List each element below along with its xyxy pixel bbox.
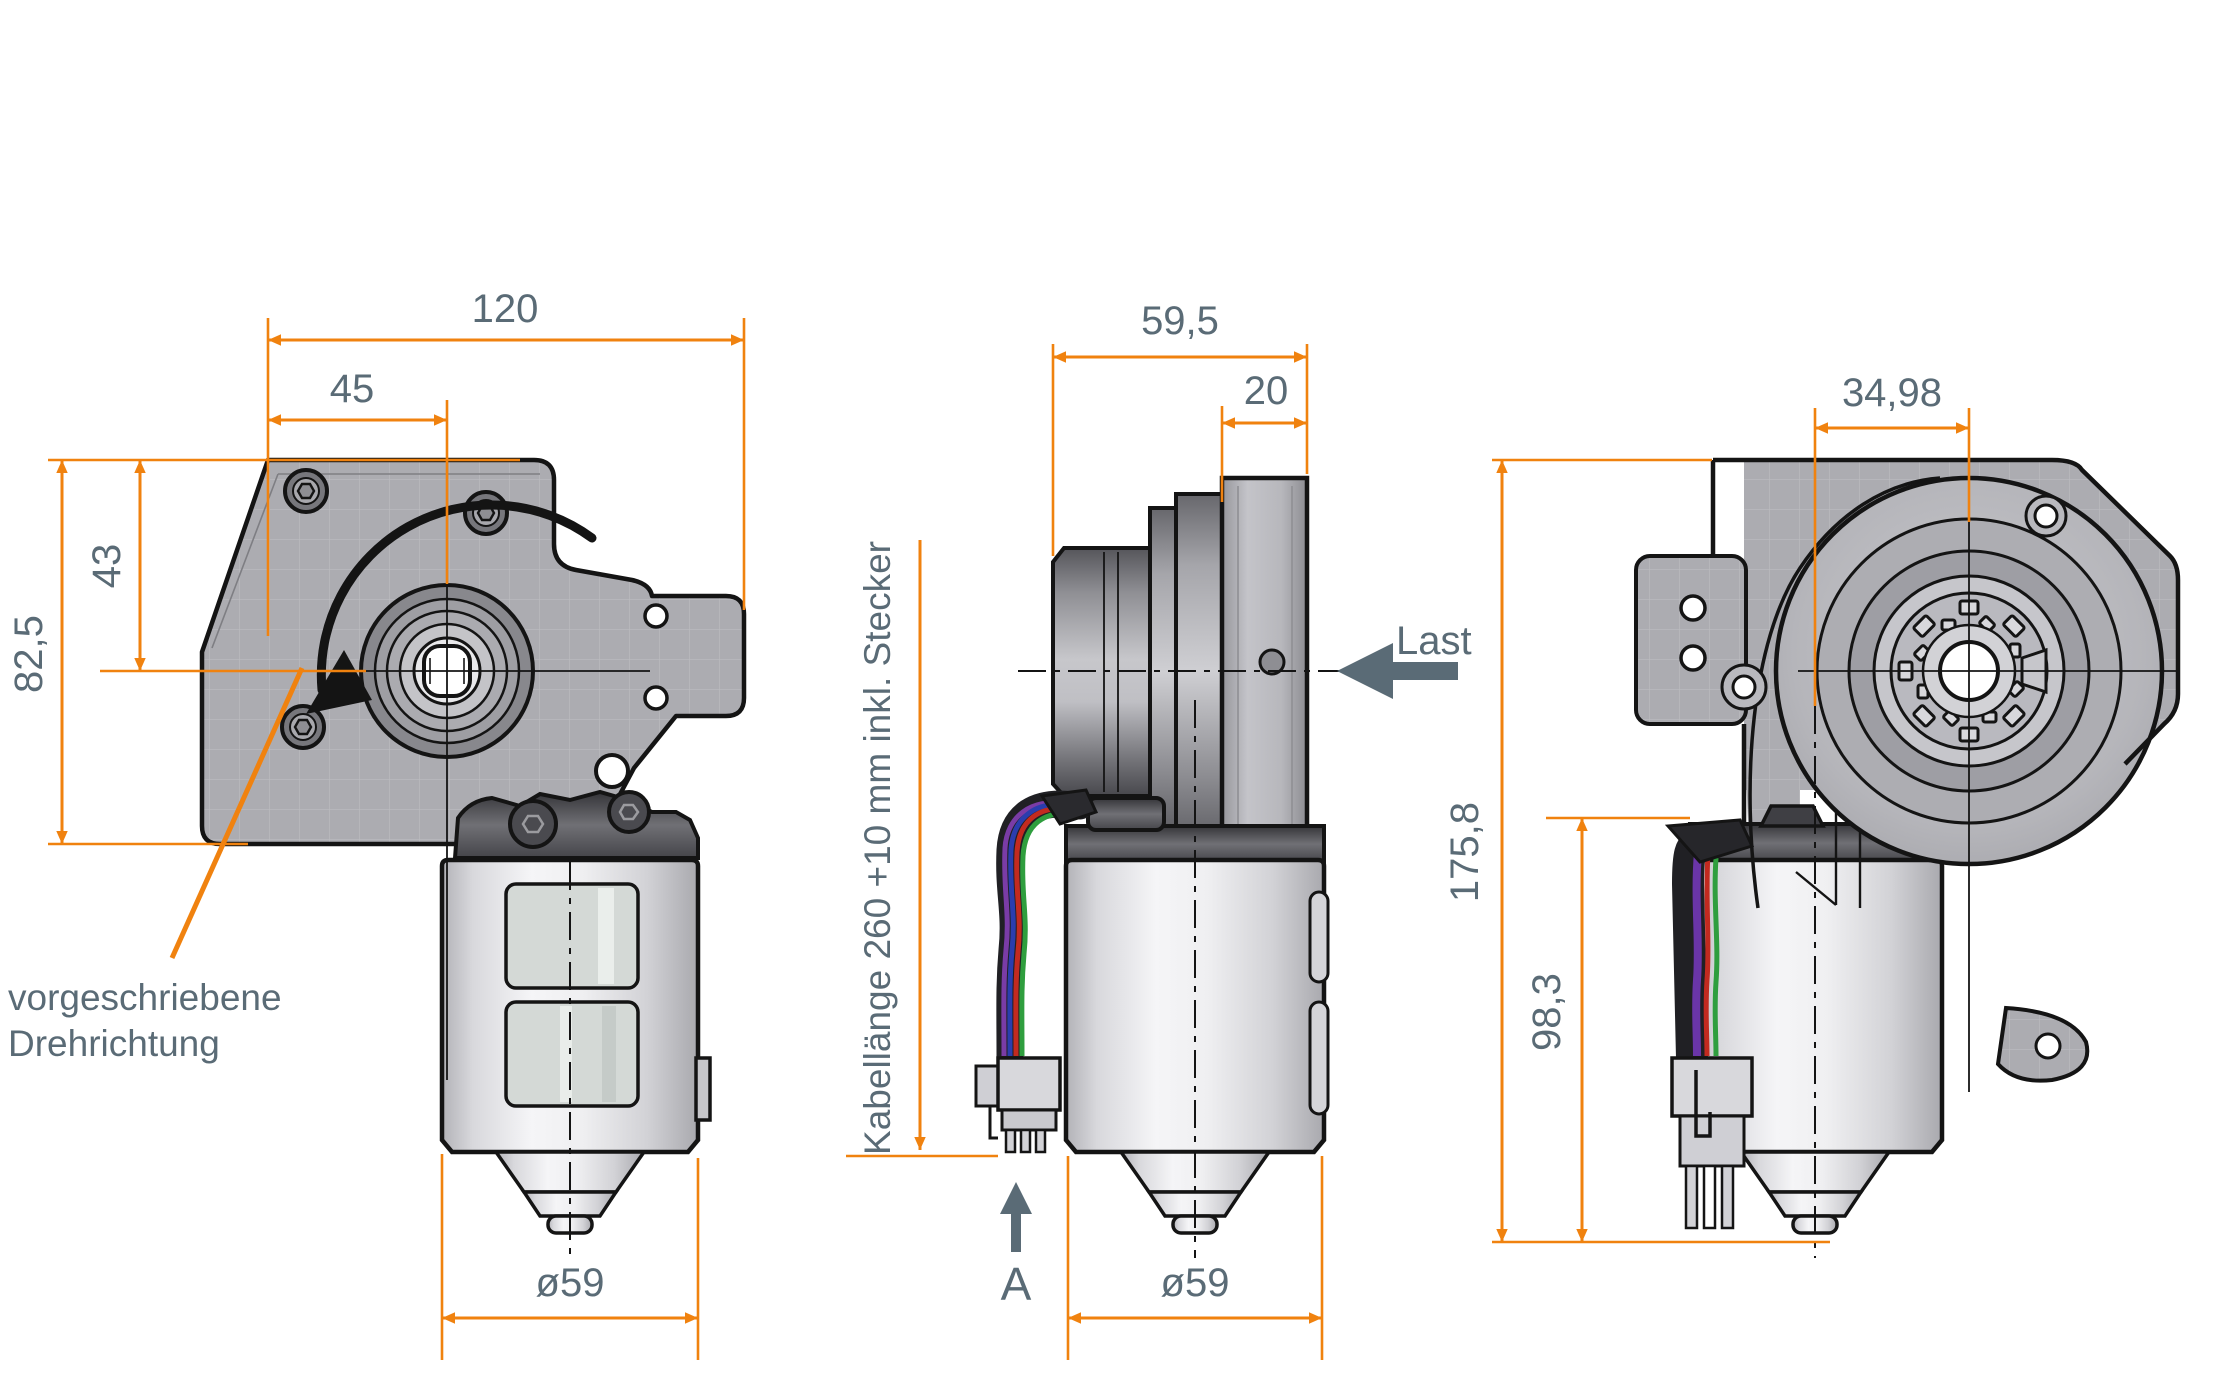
dim-shaft-to-motor-axis: 34,98 (1813, 371, 1971, 706)
dim-cable-length: Kabellänge 260 +10 mm inkl. Stecker (846, 540, 998, 1158)
load-arrow-icon (1337, 643, 1458, 699)
svg-text:82,5: 82,5 (7, 615, 51, 693)
tab-hole (1679, 644, 1707, 672)
dim-total-width: 120 (266, 287, 746, 636)
load-label: Last (1396, 619, 1472, 663)
plate-hole (643, 685, 669, 711)
flange-screw-hex (618, 803, 640, 821)
svg-text:34,98: 34,98 (1842, 371, 1942, 415)
motor-side-tab (1308, 1000, 1330, 1116)
motor-side-tab (1308, 890, 1330, 984)
rotation-note-line1: vorgeschriebene (8, 977, 282, 1018)
brush-housing (1758, 804, 1826, 828)
dim-mount-plate-height: 82,5 (7, 460, 248, 846)
dome-hole (2033, 503, 2059, 529)
motor-window (504, 882, 640, 990)
flange-screw-hex (521, 814, 545, 834)
svg-text:175,8: 175,8 (1443, 802, 1487, 902)
section-arrow-icon (1000, 1182, 1032, 1252)
tab-hole (1679, 594, 1707, 622)
window-highlight (598, 888, 614, 984)
rotation-note-line2: Drehrichtung (8, 1023, 220, 1064)
dim-shaft-offset-y: 43 (48, 458, 520, 673)
svg-text:45: 45 (330, 367, 375, 411)
svg-text:Kabellänge 260 +10 mm inkl. St: Kabellänge 260 +10 mm inkl. Stecker (857, 541, 898, 1155)
motor-flange (452, 789, 700, 860)
plate-outline (1710, 457, 2181, 822)
plate-screw (280, 704, 326, 750)
plate-shading (1237, 486, 1293, 838)
side-view: Last 59,5 20 Kabellänge 260 +10 mm inkl.… (846, 299, 1472, 1360)
plate-hole (643, 603, 669, 629)
dim-motor-assembly-height: 98,3 (1525, 816, 1690, 1242)
svg-text:ø59: ø59 (1161, 1261, 1230, 1305)
plate-screw (283, 468, 329, 514)
brush-housing (1086, 796, 1166, 832)
dome-hole (1731, 674, 1757, 700)
plate-hole (594, 753, 630, 789)
volute-curve (1748, 476, 1941, 909)
dim-total-depth: 59,5 (1051, 299, 1309, 556)
cable (1664, 818, 1755, 1074)
svg-text:98,3: 98,3 (1525, 973, 1569, 1051)
dim-total-height: 175,8 (1443, 458, 1830, 1244)
front-view: 120 45 43 82,5 ø59 vorgeschriebene Drehr… (7, 287, 747, 1360)
svg-text:20: 20 (1244, 369, 1289, 413)
svg-text:ø59: ø59 (536, 1261, 605, 1305)
window-shade (602, 1006, 616, 1102)
dim-motor-diameter-side: ø59 (1066, 1156, 1324, 1360)
plate-pilot-hole (1258, 648, 1286, 676)
plate-screw (463, 490, 509, 536)
svg-text:120: 120 (472, 287, 539, 331)
svg-text:59,5: 59,5 (1141, 299, 1219, 343)
flange-screw (508, 799, 558, 849)
cable (996, 788, 1099, 1070)
ear-hole (2034, 1032, 2062, 1060)
flange-screw (607, 790, 651, 834)
dim-motor-diameter-front: ø59 (440, 1154, 700, 1360)
dim-shaft-offset-x: 45 (268, 367, 449, 584)
mount-tab (1634, 554, 1748, 726)
connector (974, 1056, 1062, 1154)
rotation-leader-line (169, 666, 305, 960)
end-cap (1765, 1190, 1865, 1218)
rear-view: 34,98 175,8 98,3 (1443, 371, 2181, 1258)
motor-terminal-tab (694, 1056, 712, 1122)
svg-text:43: 43 (85, 544, 129, 589)
dim-plate-thickness: 20 (1220, 369, 1307, 502)
rotation-arrow-icon (306, 500, 597, 714)
section-label: A (1001, 1258, 1032, 1310)
connector (1670, 1056, 1754, 1230)
